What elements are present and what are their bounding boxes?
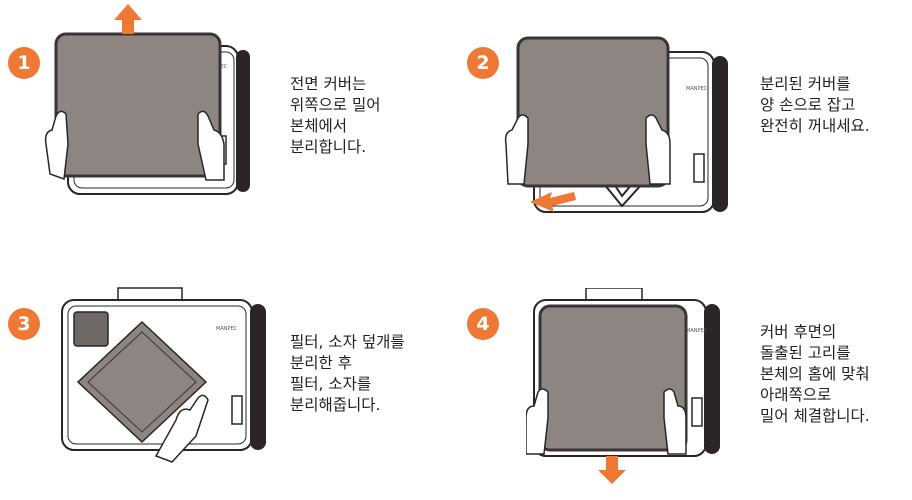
step-3-illustration: MANPEC (56, 286, 276, 464)
left-hand-icon (506, 115, 528, 184)
svg-text:MANPEC: MANPEC (686, 86, 708, 92)
arrow-up-icon (114, 4, 142, 34)
step-2-illustration: MANPEC (504, 34, 744, 220)
step-number-badge: 2 (467, 47, 499, 79)
step-number-badge: 1 (8, 47, 40, 79)
step-number-badge: 3 (8, 308, 40, 340)
svg-text:MANPEC: MANPEC (216, 326, 238, 332)
svg-text:MANPEC: MANPEC (686, 328, 708, 334)
step-4-illustration: MANPEC (526, 288, 726, 484)
step-1-illustration: MANPEC (38, 4, 268, 204)
left-hand-icon (526, 389, 548, 454)
step-number-badge: 4 (467, 308, 499, 340)
left-hand-icon (46, 111, 68, 179)
arrow-down-icon (598, 456, 626, 484)
